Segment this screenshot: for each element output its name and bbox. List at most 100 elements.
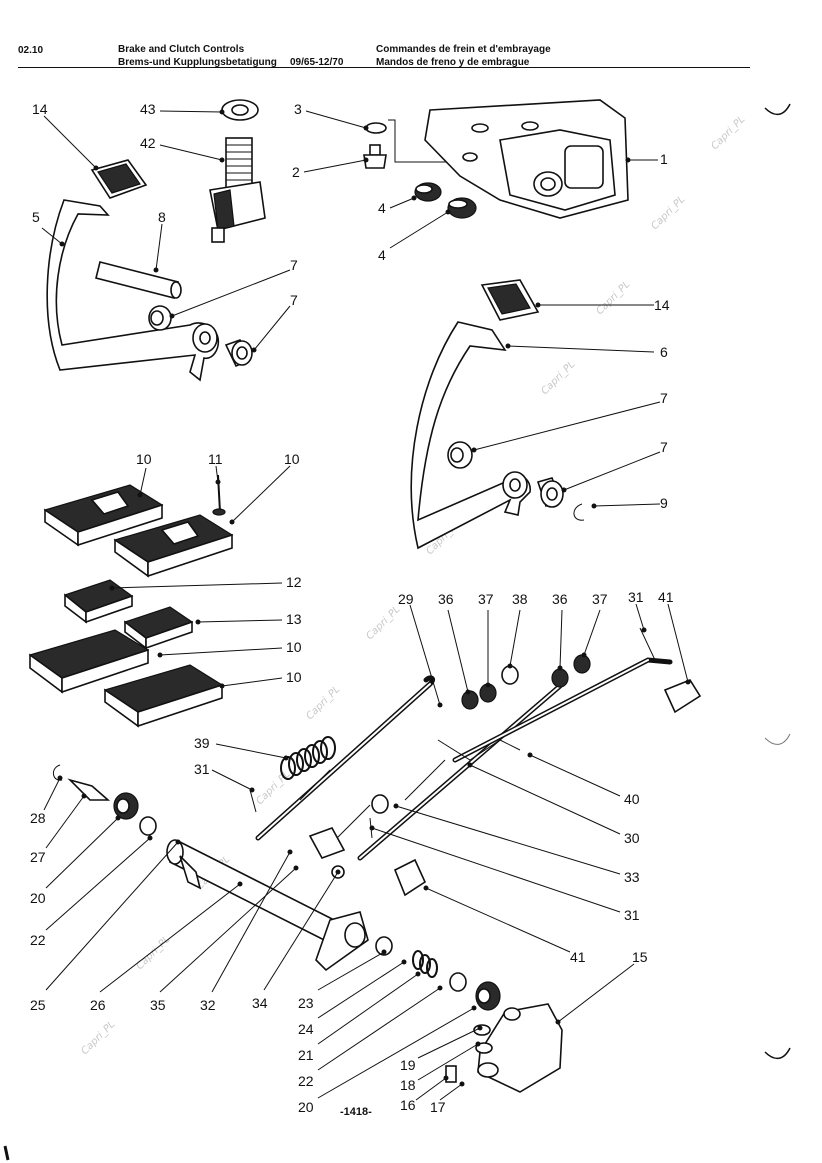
callout: 37 xyxy=(478,591,494,607)
callout: 9 xyxy=(660,495,668,511)
callout: 25 xyxy=(30,997,46,1013)
stop-light-switch xyxy=(209,137,266,243)
callout: 22 xyxy=(30,932,46,948)
bushing-right-1 xyxy=(447,441,473,469)
callout: 39 xyxy=(194,735,210,751)
callout: 41 xyxy=(570,949,586,965)
date-range: 09/65-12/70 xyxy=(290,57,344,68)
callout: 36 xyxy=(552,591,568,607)
callout: 31 xyxy=(628,589,644,605)
callout: 10 xyxy=(284,451,300,467)
callout: 10 xyxy=(286,669,302,685)
watermark: Capri_PL xyxy=(134,934,172,972)
spring-24 xyxy=(412,950,438,978)
callout: 13 xyxy=(286,611,302,627)
title-french: Commandes de frein et d'embrayage xyxy=(376,44,551,55)
nut-43 xyxy=(221,99,259,121)
callout: 3 xyxy=(294,101,302,117)
washer-3 xyxy=(365,122,387,134)
split-pin-top xyxy=(639,627,656,661)
callout: 18 xyxy=(400,1077,416,1093)
callout: 20 xyxy=(30,890,46,906)
washer-38 xyxy=(501,665,519,685)
callout: 7 xyxy=(290,292,298,308)
title-spanish: Mandos de freno y de embrague xyxy=(376,57,530,68)
watermark: Capri_PL xyxy=(364,604,402,642)
plug-upper xyxy=(414,182,442,202)
callout: 15 xyxy=(632,949,648,965)
callout: 21 xyxy=(298,1047,314,1063)
callout: 23 xyxy=(298,995,314,1011)
ball-stud-27 xyxy=(67,778,111,801)
callout: 8 xyxy=(158,209,166,225)
nut-33 xyxy=(371,794,389,814)
section-number: 02.10 xyxy=(18,45,44,56)
shaft-bracket-15 xyxy=(477,1003,563,1093)
callout: 14 xyxy=(654,297,670,313)
page-number: -1418- xyxy=(340,1106,372,1118)
bolt-16 xyxy=(445,1065,457,1083)
callout: 28 xyxy=(30,810,46,826)
bush-22-left xyxy=(139,816,157,836)
bush-20-right xyxy=(475,981,501,1011)
nut-36-a xyxy=(461,690,479,710)
callout: 1 xyxy=(660,151,668,167)
insulator-plate-2 xyxy=(113,514,234,578)
plug-lower xyxy=(447,197,477,219)
callout: 24 xyxy=(298,1021,314,1037)
split-pin-left xyxy=(249,789,257,813)
callout: 7 xyxy=(290,257,298,273)
callout: 31 xyxy=(624,907,640,923)
shaft-lever-35 xyxy=(308,827,346,859)
callout-labels: 14 43 3 42 2 1 4 4 5 8 7 7 14 6 7 7 9 10… xyxy=(30,101,674,1115)
callout: 10 xyxy=(136,451,152,467)
callout: 31 xyxy=(194,761,210,777)
washer-23 xyxy=(375,936,393,956)
callout: 22 xyxy=(298,1073,314,1089)
callout: 41 xyxy=(658,589,674,605)
callout: 7 xyxy=(660,390,668,406)
insulator-plate-1 xyxy=(43,484,164,547)
header-rule xyxy=(18,67,750,68)
bushing-left-2 xyxy=(224,339,253,368)
bolt-2 xyxy=(363,144,387,169)
pivot-pin xyxy=(95,261,179,299)
title-english: Brake and Clutch Controls xyxy=(118,44,245,55)
callout: 16 xyxy=(400,1097,416,1113)
watermark: Capri_PL xyxy=(254,769,292,807)
callout: 29 xyxy=(398,591,414,607)
watermark: Capri_PL xyxy=(709,114,747,152)
bushing-left-1 xyxy=(148,305,172,331)
callout: 12 xyxy=(286,574,302,590)
clevis-41-top xyxy=(663,679,702,714)
watermark: Capri_PL xyxy=(594,279,632,317)
watermark: Capri_PL xyxy=(539,359,577,397)
plate-13 xyxy=(123,606,194,650)
callout: 10 xyxy=(286,639,302,655)
nut-36-b xyxy=(551,668,569,688)
callout: 40 xyxy=(624,791,640,807)
callout: 34 xyxy=(252,995,268,1011)
callout: 7 xyxy=(660,439,668,455)
callout: 43 xyxy=(140,101,156,117)
brake-pedal-arm xyxy=(46,199,220,382)
callout: 37 xyxy=(592,591,608,607)
callout: 30 xyxy=(624,830,640,846)
bush-22-right xyxy=(449,972,467,992)
callout: 11 xyxy=(208,451,223,467)
insulator-plate-3 xyxy=(28,629,150,694)
callout: 4 xyxy=(378,247,386,263)
leader-lines xyxy=(41,109,691,1101)
callout: 32 xyxy=(200,997,216,1013)
callout: 6 xyxy=(660,344,668,360)
callout: 19 xyxy=(400,1057,416,1073)
bush-20-left xyxy=(113,792,139,820)
callout: 27 xyxy=(30,849,46,865)
callout: 5 xyxy=(32,209,40,225)
callout: 35 xyxy=(150,997,166,1013)
callout: 26 xyxy=(90,997,106,1013)
watermark: Capri_PL xyxy=(304,684,342,722)
title-german: Brems-und Kupplungsbetatigung xyxy=(118,57,277,68)
callout: 33 xyxy=(624,869,640,885)
